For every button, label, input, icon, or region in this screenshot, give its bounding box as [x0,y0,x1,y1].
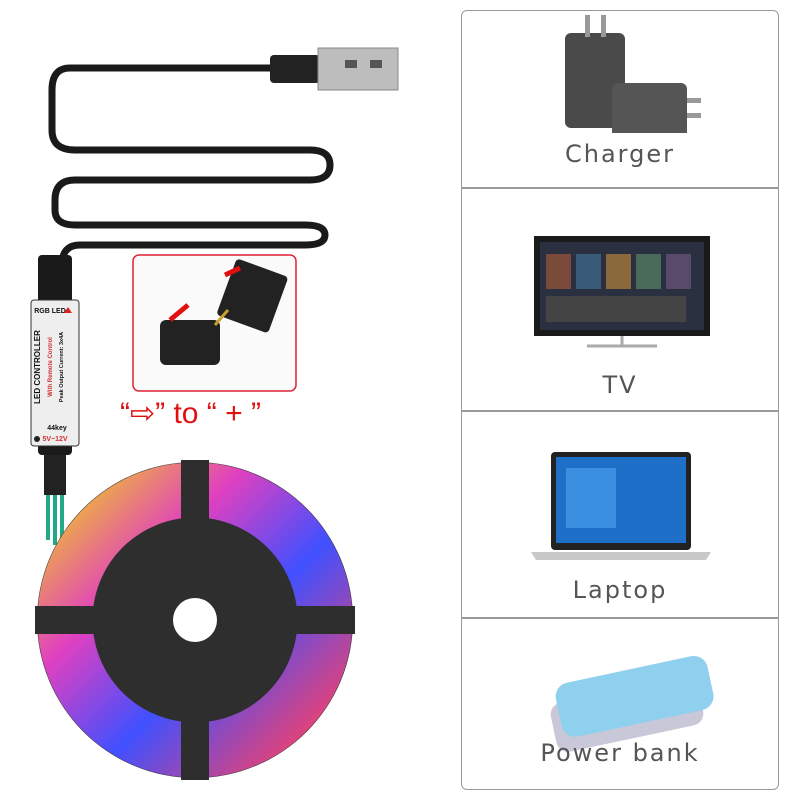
device-label: Charger [565,140,675,168]
device-laptop: Laptop [462,412,778,617]
controller-rgb-led-label: RGB LED [34,308,66,315]
device-label: TV [602,371,638,399]
device-tv: TV [462,189,778,410]
compatible-devices-panel: Charger TV Laptop Power bank [461,10,779,790]
controller-key-label: 44key [47,425,67,432]
controller-voltage-label: 5V~12V [42,436,67,443]
power-bank-icon [550,655,714,752]
device-label: Laptop [572,576,668,604]
tv-icon [534,236,710,348]
laptop-icon [531,452,711,560]
controller-current-label: Peak Output Current: 3x4A [59,332,65,402]
device-label: Power bank [540,739,700,767]
controller-remote-label: With Remote Control [48,337,54,397]
divider [462,617,778,619]
usb-cable-icon: RGB LED LED CONTROLLER With Remote Contr… [30,47,399,780]
device-charger: Charger [462,11,778,187]
controller-label: LED CONTROLLER [33,330,42,404]
inset-caption: “⇨” to “ + ” [120,397,261,430]
divider [462,410,778,412]
device-power-bank: Power bank [462,619,778,789]
product-illustration: RGB LED LED CONTROLLER With Remote Contr… [30,47,399,780]
divider [462,187,778,189]
charger-icon [565,15,701,133]
